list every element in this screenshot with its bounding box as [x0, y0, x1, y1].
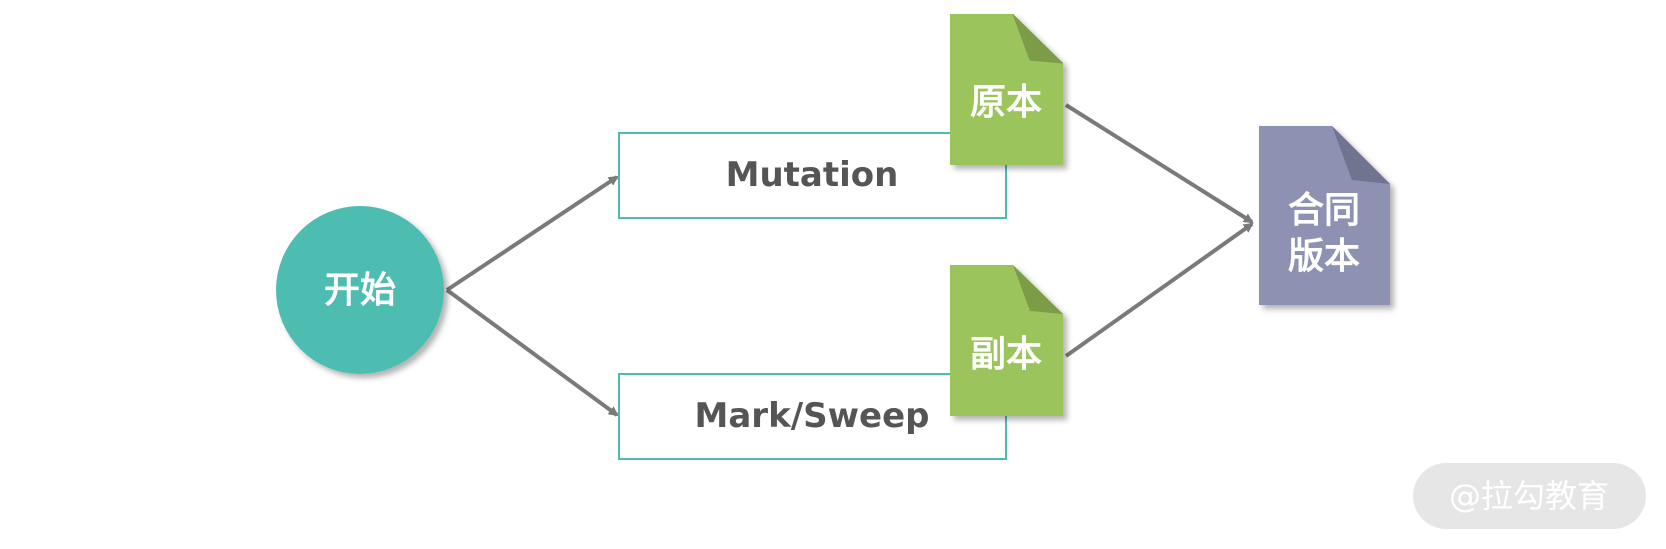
arrow-start-to-mutation — [445, 175, 619, 292]
start-node: 开始 — [276, 206, 444, 374]
arrow-copy-to-contract — [1064, 222, 1254, 358]
contract-version-document: 合同 版本 — [1259, 126, 1390, 305]
arrow-original-to-contract — [1064, 103, 1254, 224]
start-label: 开始 — [324, 270, 396, 311]
mark-sweep-label: Mark/Sweep — [695, 396, 930, 436]
mark-sweep-box: Mark/Sweep — [618, 373, 1007, 460]
contract-label-line2: 版本 — [1288, 236, 1360, 277]
watermark-text: @拉勾教育 — [1449, 477, 1609, 515]
copy-document: 副本 — [950, 265, 1063, 416]
original-label: 原本 — [970, 82, 1042, 123]
mutation-box: Mutation — [618, 132, 1007, 219]
copy-label: 副本 — [970, 334, 1042, 375]
arrow-start-to-mark-sweep — [445, 288, 619, 417]
original-document: 原本 — [950, 13, 1064, 165]
contract-label-line1: 合同 — [1288, 190, 1360, 231]
watermark: @拉勾教育 — [1413, 463, 1646, 529]
mutation-label: Mutation — [726, 155, 899, 195]
